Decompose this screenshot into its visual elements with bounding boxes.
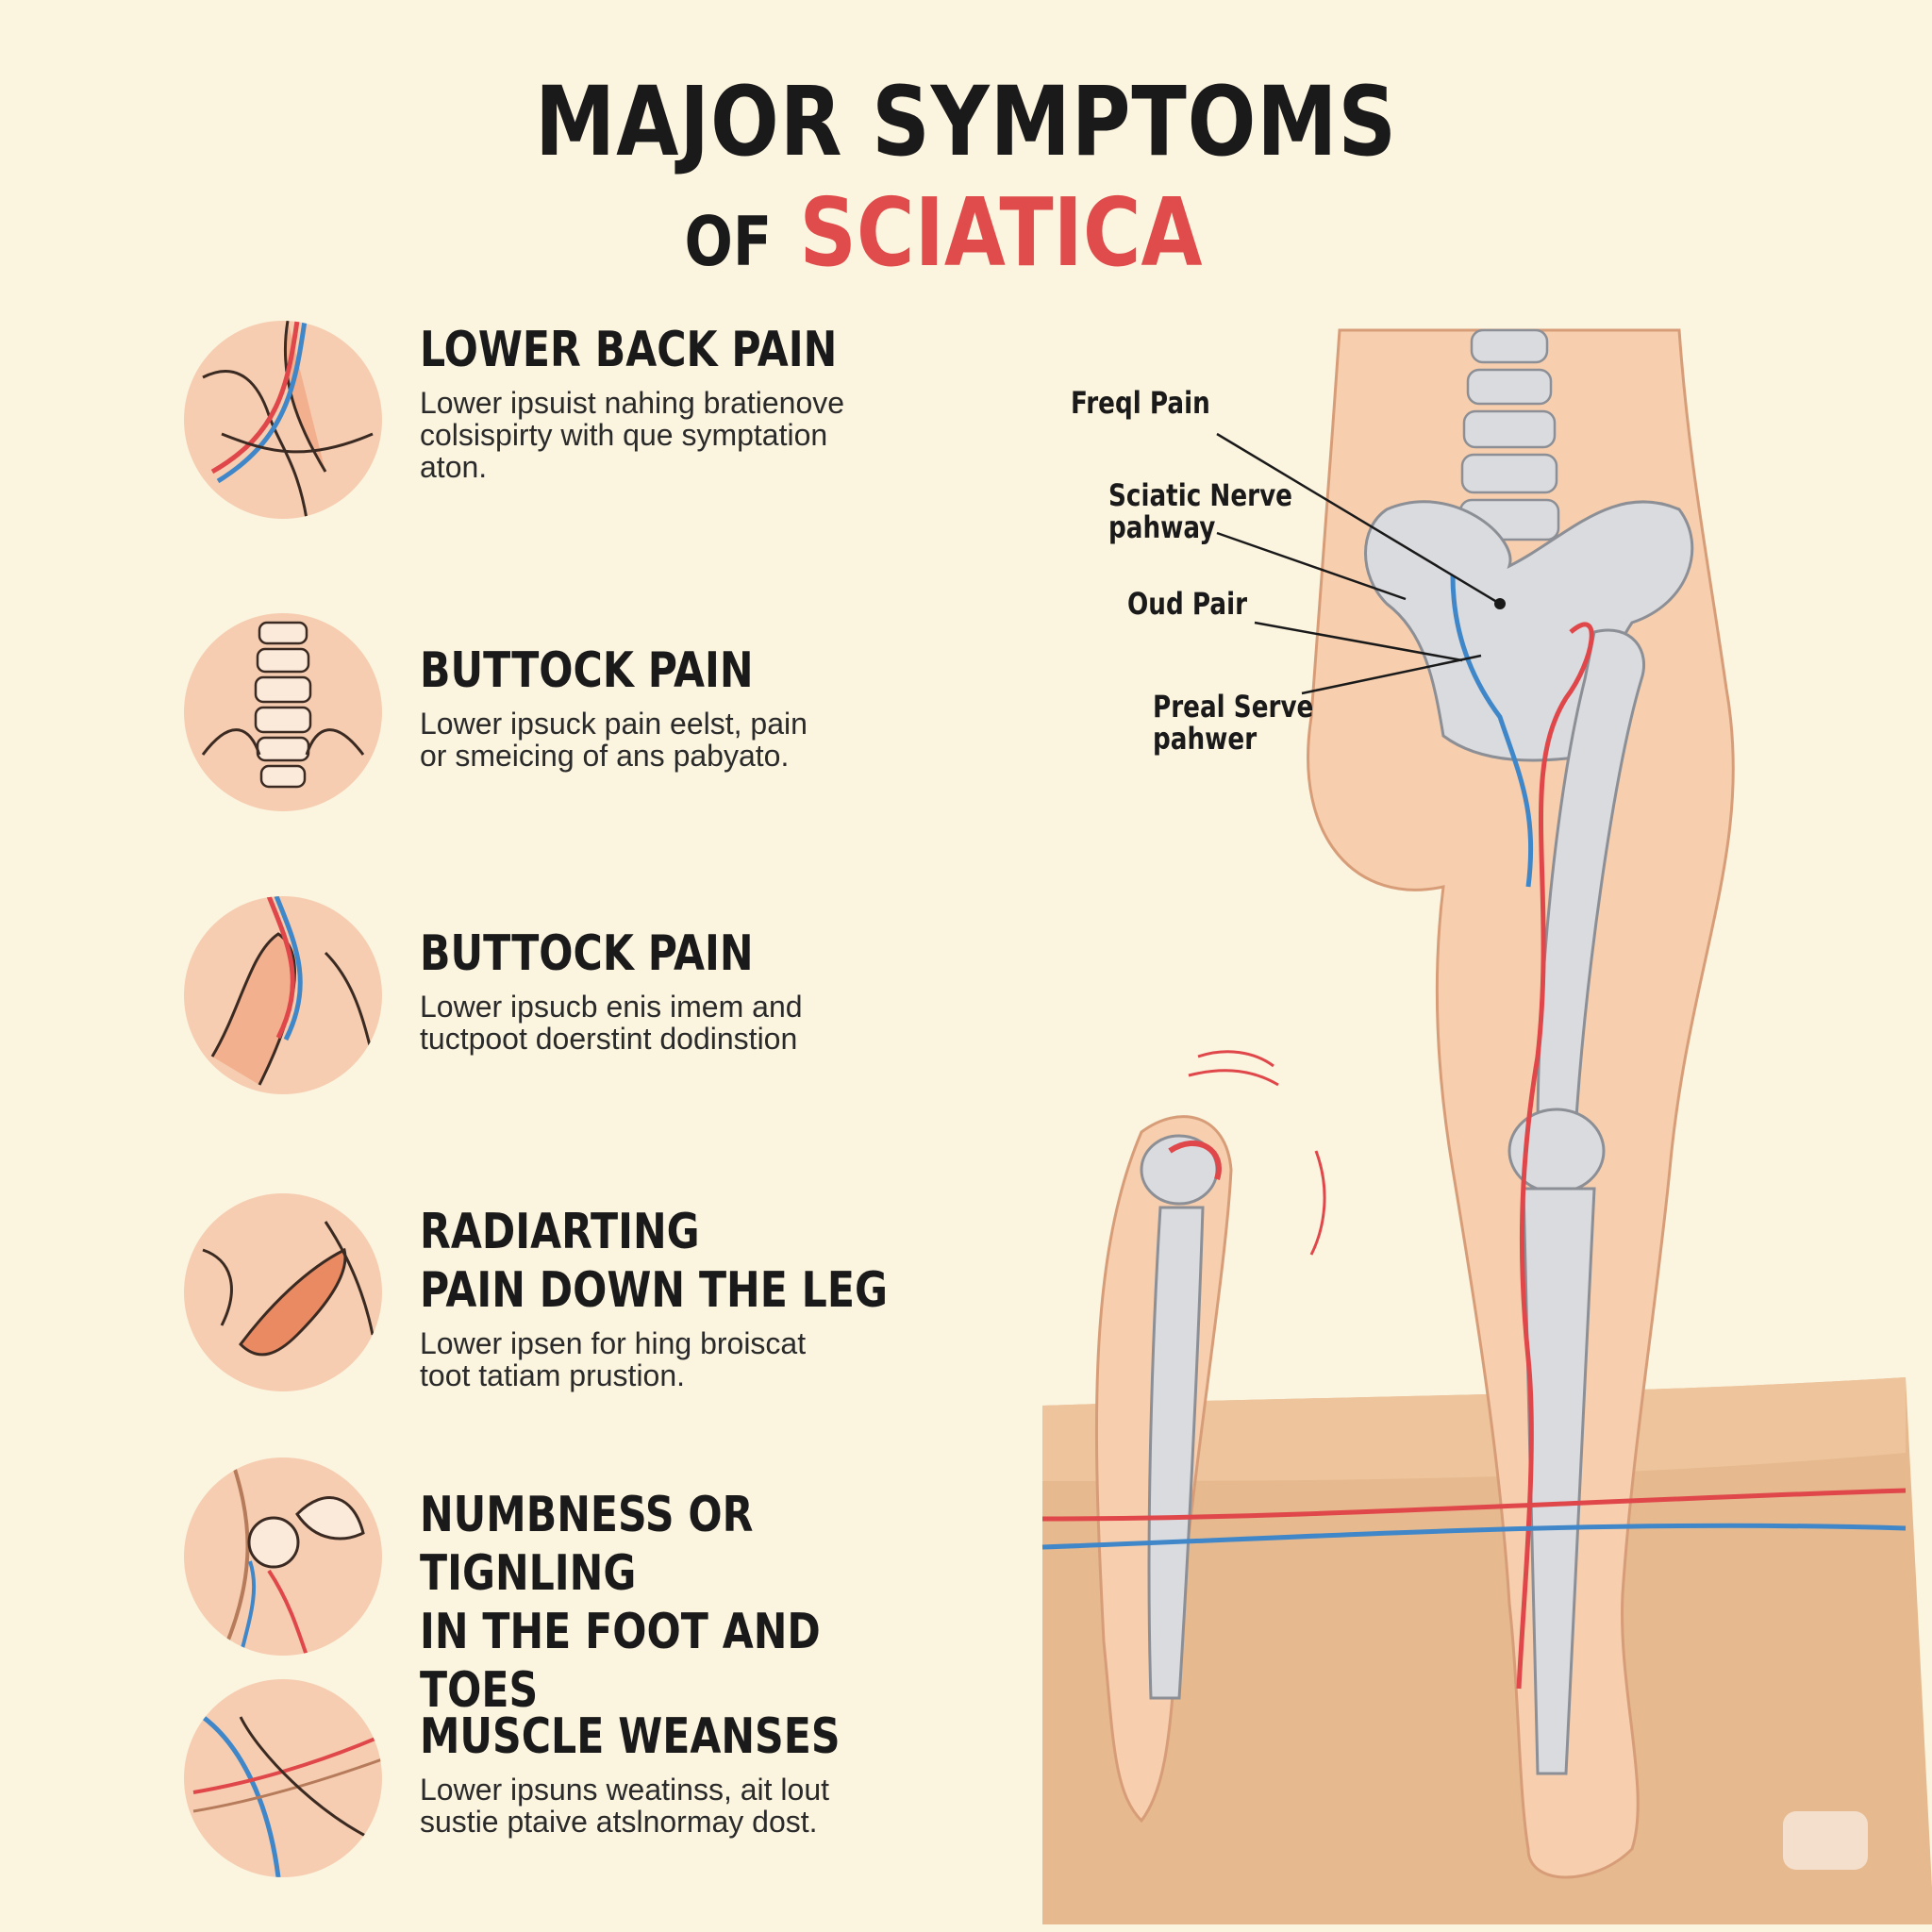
- joint-icon: [184, 1457, 382, 1656]
- page-title: MAJOR SYMPTOMS: [535, 66, 1397, 178]
- anatomy-illustration: [1028, 321, 1932, 1932]
- symptom-title: NUMBNESS OR TIGNLING IN THE FOOT AND TOE…: [420, 1487, 821, 1719]
- symptom-description: Lower ipsen for hing broiscat toot tatia…: [420, 1326, 807, 1392]
- symptom-description: Lower ipsucb enis imem and tuctpoot doer…: [420, 990, 803, 1056]
- horizontal-nerve-blue: [1041, 1523, 1907, 1550]
- symptom-title: BUTTOCK PAIN: [420, 925, 754, 982]
- title-block: MAJOR SYMPTOMS OF SCIATICA: [0, 66, 1932, 288]
- symptom-description: Lower ipsuist nahing bratienove colsispi…: [420, 386, 845, 484]
- callout-preal-serve: Preal Serve pahwer: [1153, 689, 1314, 757]
- subtitle-accent: SCIATICA: [799, 177, 1203, 288]
- callout-oud-pair: Oud Pair: [1127, 586, 1248, 622]
- horizontal-nerve-red: [1041, 1488, 1907, 1522]
- callout-freql-pain: Freql Pain: [1071, 385, 1210, 421]
- symptom-title: LOWER BACK PAIN: [420, 322, 838, 378]
- watermark-logo: [1783, 1811, 1868, 1870]
- symptom-title: RADIARTING PAIN DOWN THE LEG: [420, 1204, 888, 1319]
- callout-sciatic-nerve: Sciatic Nerve pahway: [1108, 477, 1292, 545]
- knee-pain-mark: [1168, 1140, 1222, 1180]
- callout-leaders: [1216, 432, 1501, 695]
- symptom-description: Lower ipsuns weatinss, ait lout sustie p…: [420, 1773, 829, 1839]
- symptom-title: MUSCLE WEANSES: [420, 1708, 841, 1765]
- symptom-title: BUTTOCK PAIN: [420, 642, 754, 699]
- lower-back-icon: [184, 321, 382, 519]
- sciatic-nerve-red: [1516, 622, 1594, 1690]
- spine-icon: [184, 613, 382, 811]
- leg-pain-icon: [184, 1193, 382, 1391]
- femur: [1536, 628, 1646, 1134]
- muscle-nerve-icon: [184, 1679, 382, 1877]
- hip-nerve-icon: [184, 896, 382, 1094]
- subtitle-prefix: OF: [684, 202, 773, 281]
- sciatic-nerve-blue: [1450, 575, 1534, 888]
- page-subtitle: OF SCIATICA: [151, 177, 1736, 288]
- symptom-description: Lower ipsuck pain eelst, pain or smeicin…: [420, 707, 808, 773]
- spine: [1458, 328, 1560, 541]
